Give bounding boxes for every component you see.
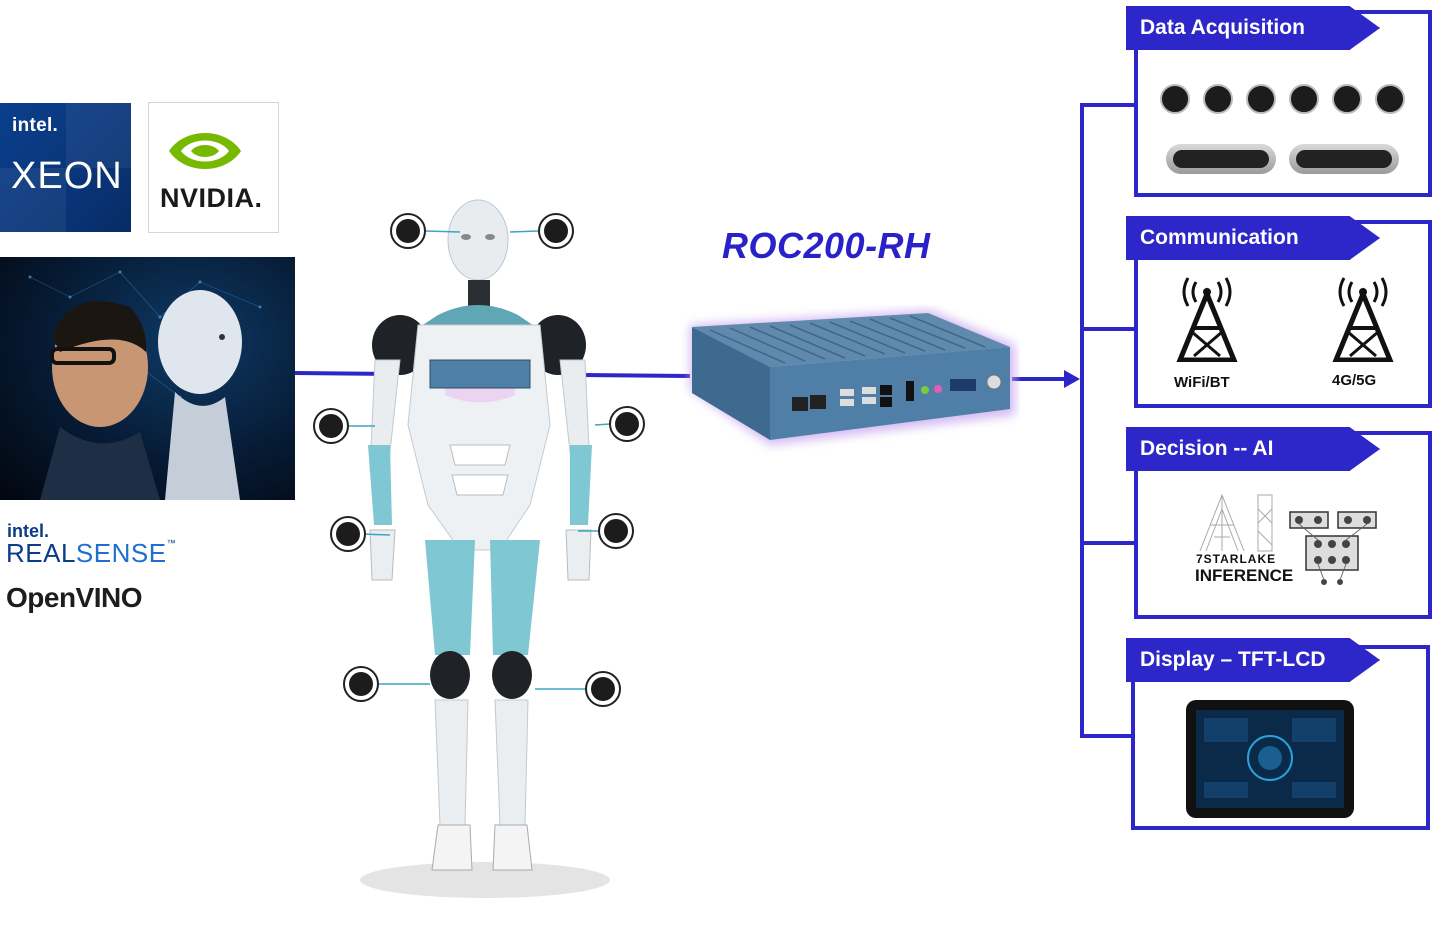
realsense-tm: ™ bbox=[166, 538, 177, 548]
nvidia-name: NVIDIA. bbox=[160, 183, 263, 213]
realsense-name-part1: REAL bbox=[6, 538, 76, 568]
display-banner: Display – TFT-LCD bbox=[1126, 638, 1380, 682]
communication-banner: Communication bbox=[1126, 216, 1380, 260]
camera-icon bbox=[1289, 84, 1319, 114]
camera-icon bbox=[1332, 84, 1362, 114]
neural-network-icon bbox=[1289, 511, 1377, 585]
robot-sensors bbox=[313, 213, 645, 707]
cellular-label: 4G/5G bbox=[1332, 372, 1377, 389]
camera-icon bbox=[313, 213, 645, 707]
data-acquisition-banner: Data Acquisition bbox=[1126, 6, 1380, 50]
xeon-brand: intel. bbox=[12, 115, 59, 136]
antenna-icon bbox=[1176, 277, 1238, 362]
ai-brand-label: 7STARLAKE bbox=[1196, 552, 1277, 566]
decision-ai-banner: Decision -- AI bbox=[1126, 427, 1380, 471]
nvidia-logo: NVIDIA. bbox=[148, 102, 279, 233]
openvino-logo: OpenVINO bbox=[6, 582, 143, 613]
depth-camera-icon bbox=[1166, 144, 1276, 174]
camera-icon bbox=[1246, 84, 1276, 114]
wifi-bt-label: WiFi/BT bbox=[1174, 374, 1230, 391]
ai-inference-label: INFERENCE bbox=[1195, 566, 1294, 585]
humanoid-robot bbox=[360, 199, 610, 898]
camera-icon bbox=[1203, 84, 1233, 114]
antenna-icon bbox=[1332, 277, 1394, 362]
computer-icon bbox=[690, 310, 1015, 445]
tablet-icon bbox=[1186, 700, 1354, 818]
intel-xeon-logo: intel. XEON bbox=[0, 103, 131, 232]
nvidia-eye-icon bbox=[169, 133, 241, 169]
realsense-brand: intel. bbox=[7, 521, 50, 541]
realsense-name-part2: SENSE bbox=[75, 538, 167, 568]
ai-chip-icon bbox=[1199, 493, 1273, 552]
depth-camera-icon bbox=[1289, 144, 1399, 174]
device-title: ROC200-RH bbox=[722, 225, 931, 266]
human-robot-image bbox=[0, 257, 295, 500]
camera-icon bbox=[1375, 84, 1405, 114]
xeon-name: XEON bbox=[11, 155, 123, 197]
camera-row bbox=[1160, 84, 1420, 114]
realsense-name: REALSENSE™ bbox=[6, 538, 176, 569]
camera-icon bbox=[1160, 84, 1190, 114]
